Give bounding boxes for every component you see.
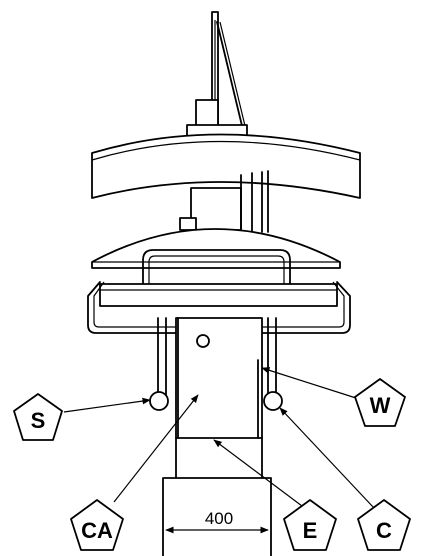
callout-ca: CA (70, 499, 124, 551)
support-pole (175, 437, 263, 479)
callout-c: C (357, 499, 411, 551)
callout-e: E (283, 499, 337, 551)
sensor-rod-right (263, 317, 283, 411)
upper-roof-shield (91, 133, 361, 199)
svg-text:E: E (303, 518, 318, 543)
base-block (162, 477, 272, 556)
dimension-label: 400 (205, 509, 233, 528)
enclosure-hole (196, 334, 210, 348)
handle-rail-left (87, 281, 181, 334)
enclosure-box (175, 317, 263, 439)
inner-frame (142, 249, 291, 301)
callout-w: W (354, 378, 406, 427)
sensor-rod-left (149, 317, 169, 411)
svg-text:C: C (376, 518, 392, 543)
dimension-400: 400 (165, 509, 269, 534)
central-column (179, 170, 269, 233)
antenna-mast (186, 11, 248, 138)
base-plate (99, 283, 338, 307)
svg-text:W: W (370, 393, 391, 418)
handle-rail-right (259, 281, 351, 334)
callout-s: S (13, 393, 63, 441)
svg-text:S: S (31, 408, 46, 433)
svg-text:CA: CA (81, 518, 113, 543)
leader-lines (63, 367, 375, 510)
